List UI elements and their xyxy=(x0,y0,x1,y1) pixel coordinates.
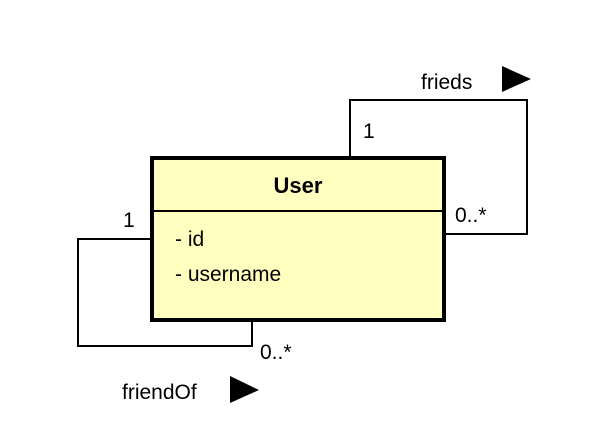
friendof-target-multiplicity: 0..* xyxy=(260,341,292,364)
attribute-username: - username xyxy=(175,263,281,286)
friendof-association-name: friendOf xyxy=(122,381,197,404)
user-class[interactable]: User - id - username xyxy=(150,156,446,322)
frieds-association-name: frieds xyxy=(421,71,472,94)
right-triangle-arrow-icon xyxy=(230,376,259,403)
friendof-association-line xyxy=(77,238,253,347)
frieds-target-multiplicity: 0..* xyxy=(455,204,487,227)
right-triangle-arrow-icon xyxy=(502,66,531,92)
frieds-source-multiplicity: 1 xyxy=(363,120,375,143)
attribute-id: - id xyxy=(175,228,204,251)
class-name: User xyxy=(274,173,323,198)
user-class-box xyxy=(150,156,446,322)
frieds-association-line xyxy=(349,99,528,235)
friendof-source-multiplicity: 1 xyxy=(123,209,135,232)
